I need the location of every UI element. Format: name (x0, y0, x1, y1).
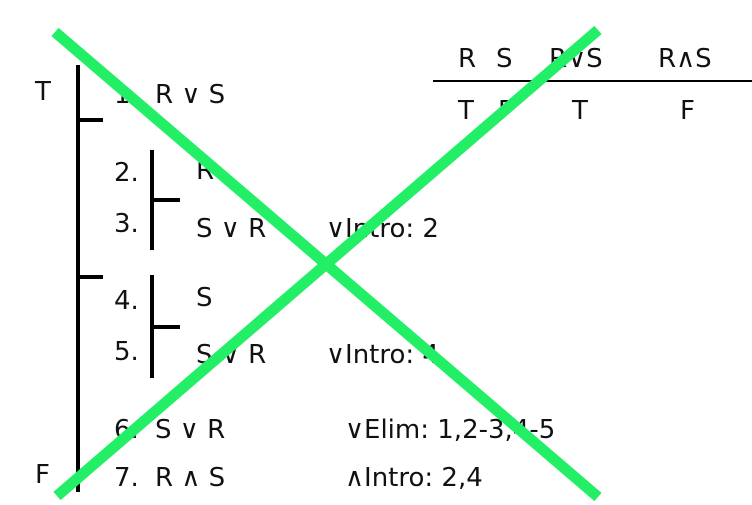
table-cell-r-and-s: F (680, 96, 695, 126)
line-number-7: 7. (114, 463, 139, 493)
table-header-r-and-s: R∧S (658, 44, 712, 74)
line-formula-7: R ∧ S (155, 463, 226, 493)
subproof-2-divider (150, 325, 180, 329)
table-header-r: R (458, 44, 477, 74)
table-header-s: S (496, 44, 513, 74)
outer-bottom-label: F (35, 460, 50, 490)
outer-top-label: T (35, 77, 51, 107)
subproof-1-divider (150, 198, 180, 202)
line-formula-6: S ∨ R (155, 415, 226, 445)
table-cell-r: T (458, 96, 474, 126)
line-formula-3: S ∨ R (196, 214, 267, 244)
subproof-2-tick (76, 275, 103, 279)
line-number-4: 4. (114, 286, 139, 316)
premise-divider (76, 118, 103, 122)
line-number-3: 3. (114, 209, 139, 239)
line-justification-7: ∧Intro: 2,4 (345, 463, 483, 493)
line-number-2: 2. (114, 158, 139, 188)
table-divider (433, 80, 752, 82)
line-number-5: 5. (114, 337, 139, 367)
table-cell-r-or-s: T (572, 96, 588, 126)
line-formula-4: S (196, 283, 213, 313)
line-formula-1: R ∨ S (155, 80, 226, 110)
cross-out-line-ascending (53, 25, 602, 501)
